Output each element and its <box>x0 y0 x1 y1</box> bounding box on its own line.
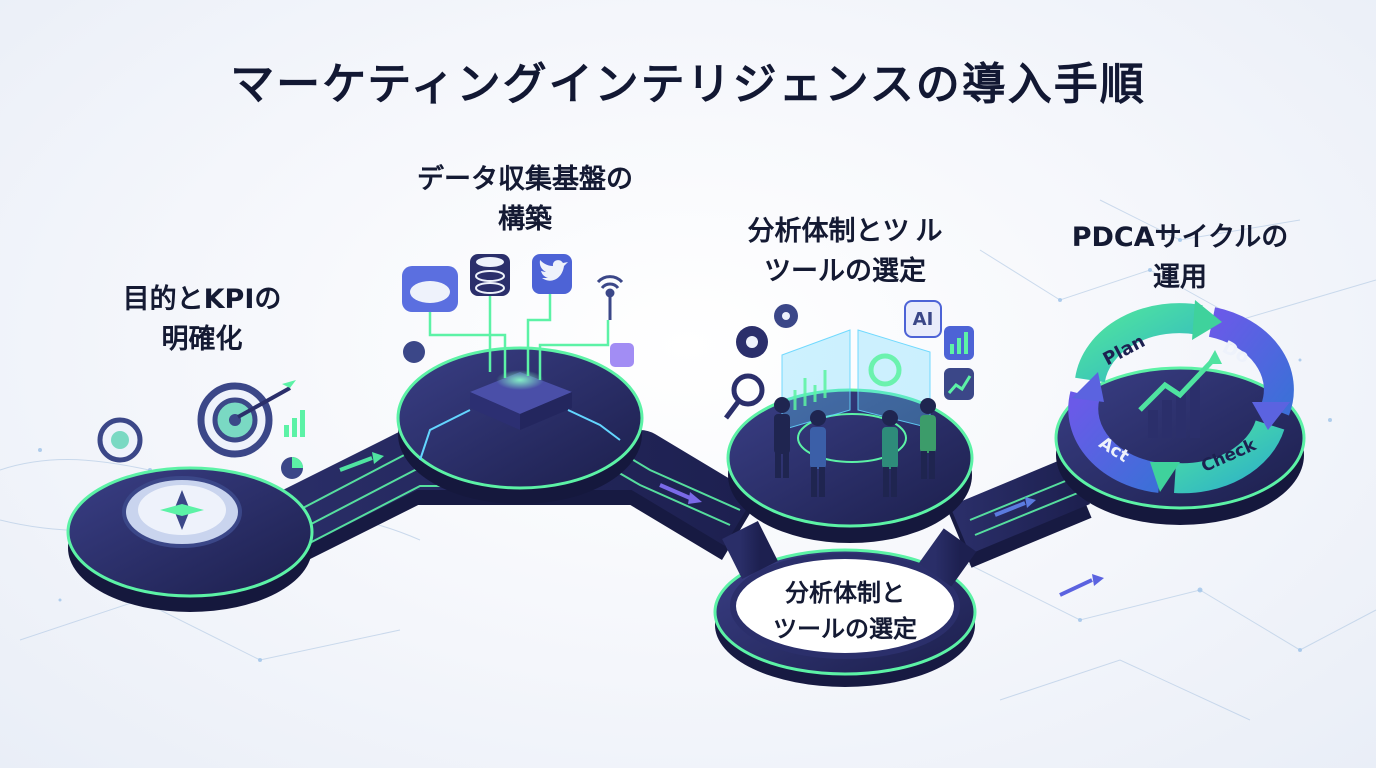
chart-tile-icon <box>944 326 974 360</box>
gear-icon <box>736 304 798 358</box>
small-target-icon <box>97 417 143 463</box>
team-people-icon <box>774 397 936 497</box>
step-label-line: データ収集基盤の <box>417 164 633 195</box>
growth-chart-icon <box>1148 380 1200 438</box>
act-arrow-icon <box>1068 391 1163 493</box>
plan-arrow-icon <box>1075 303 1203 383</box>
step-label-goal: 目的とKPIの 明確化 <box>92 280 312 360</box>
step-label-line: 運用 <box>1153 262 1207 293</box>
platform-pdca <box>1054 300 1306 525</box>
signal-antenna-icon <box>596 275 624 320</box>
lower-node-label: 分析体制と ツールの選定 <box>740 575 950 647</box>
lower-node-line: 分析体制と <box>785 579 905 607</box>
pie-chart-icon <box>281 457 303 479</box>
chip-icon <box>470 370 572 430</box>
step-label-line: 目的とKPIの <box>122 284 282 315</box>
flow-arrows <box>339 452 1104 597</box>
check-arrow-icon <box>1174 419 1285 494</box>
platform-analysis <box>726 329 974 543</box>
growth-tile-icon <box>944 368 974 400</box>
ai-badge-icon: AI <box>904 300 942 338</box>
step-label-line: ツールの選定 <box>764 256 926 287</box>
chat-bubble-icon <box>403 341 425 363</box>
step-label-pdca: PDCAサイクルの 運用 <box>1040 218 1320 298</box>
step-label-line: 構築 <box>498 204 552 235</box>
step-label-line: PDCAサイクルの <box>1071 222 1289 253</box>
hologram-dashboard <box>781 329 931 431</box>
overlapping-glyph: ル <box>915 216 943 247</box>
step-label-line: 明確化 <box>161 324 243 355</box>
page-title: マーケティングインテリジェンスの導入手順 <box>230 59 1146 110</box>
step-label-data: データ収集基盤の 構築 <box>380 160 670 240</box>
database-icon <box>470 254 510 296</box>
platform-data <box>396 290 644 504</box>
cloud-icon <box>402 266 458 312</box>
step-label-analysis: 分析体制とツル ツールの選定 <box>710 212 980 292</box>
lower-node-line: ツールの選定 <box>773 615 917 643</box>
platform-goal <box>66 466 314 612</box>
lower-ring-node <box>713 521 977 687</box>
app-tile-icon <box>610 343 634 367</box>
step-label-line: 分析体制とツル <box>710 212 980 252</box>
step-label-text: 分析体制とツ <box>747 216 910 247</box>
social-bird-icon <box>532 254 572 294</box>
do-arrow-icon <box>1208 307 1294 416</box>
bar-chart-icon <box>284 410 305 437</box>
target-icon <box>197 380 296 458</box>
magnifier-icon <box>724 373 765 420</box>
